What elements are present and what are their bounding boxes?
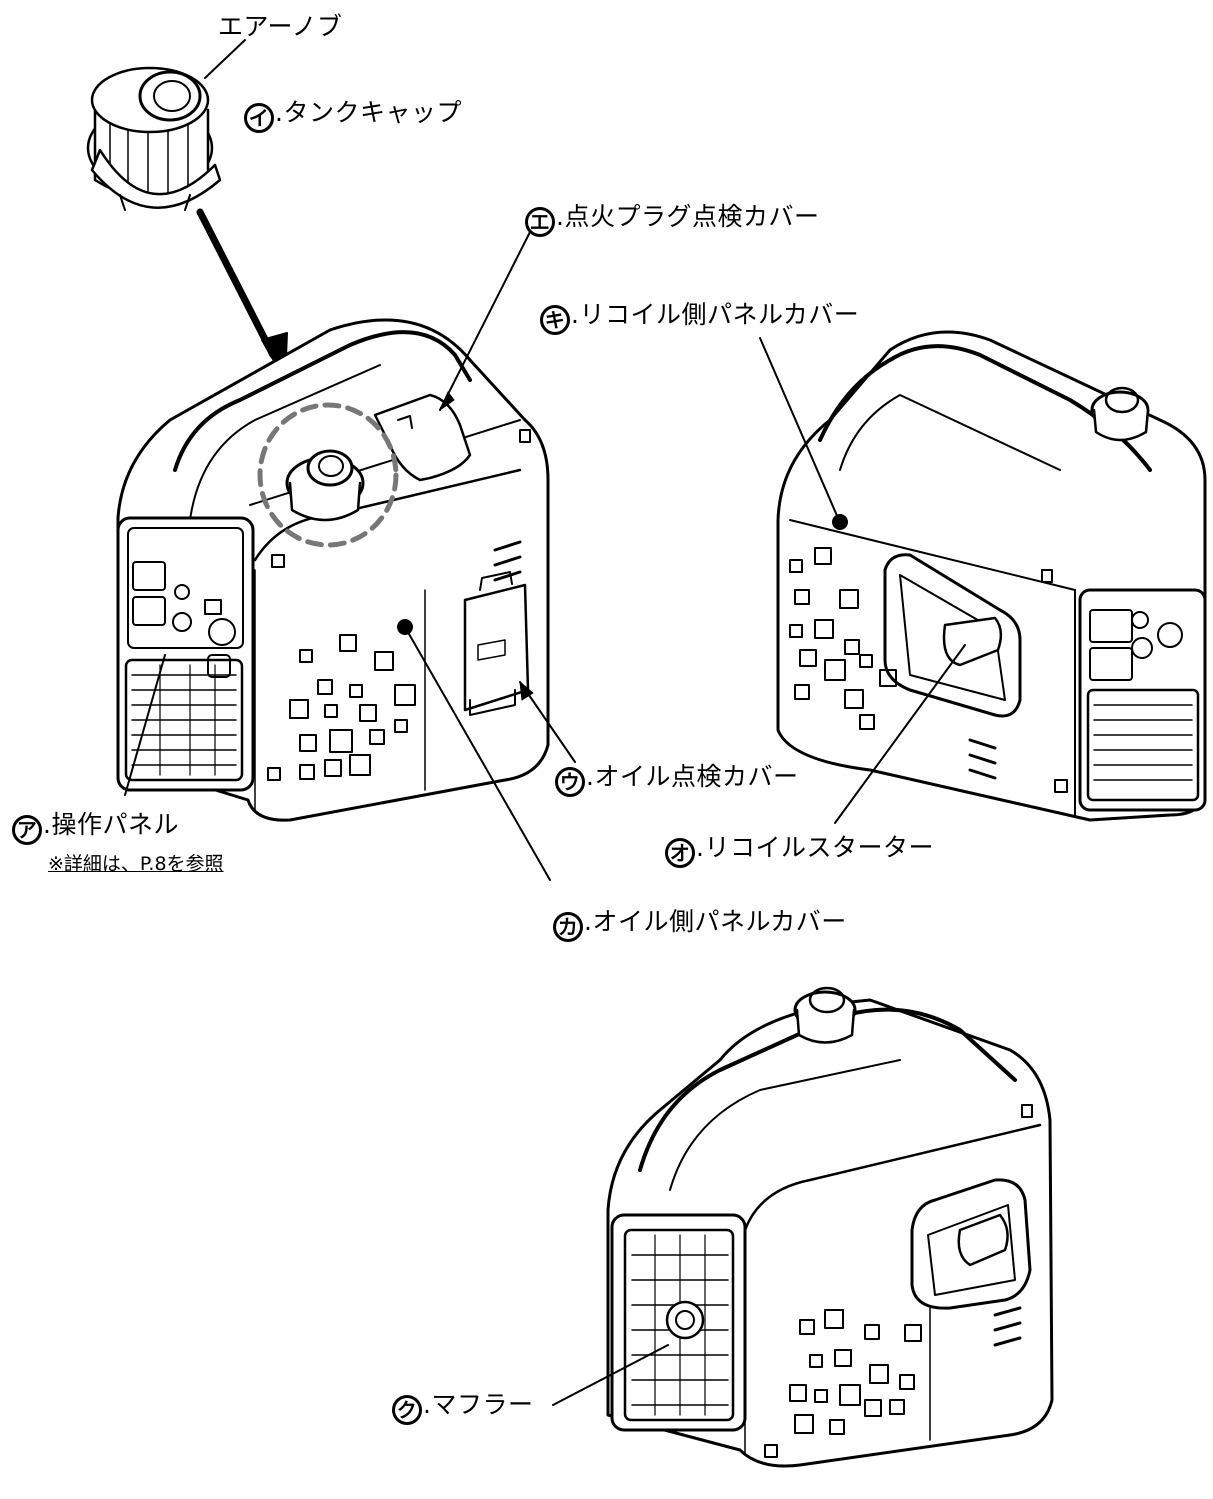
marker-ki: キ — [540, 305, 570, 335]
label-recoil-panel-cover: キ.リコイル側パネルカバー — [540, 300, 859, 335]
leader-dots — [397, 514, 848, 635]
tank-cap-illustration — [86, 66, 222, 211]
label-control-panel: ア.操作パネル — [12, 810, 179, 845]
marker-u: ウ — [555, 767, 585, 797]
label-muffler: ク.マフラー — [392, 1390, 533, 1425]
label-recoil-starter-text: .リコイルスターター — [696, 833, 934, 862]
generator-rear-view — [776, 330, 1207, 822]
label-air-knob: エアーノブ — [218, 12, 343, 41]
label-tank-cap: イ.タンクキャップ — [244, 98, 462, 133]
label-muffler-text: .マフラー — [423, 1390, 534, 1419]
generator-front-view — [116, 318, 550, 822]
label-control-panel-text: .操作パネル — [43, 810, 179, 839]
label-oil-panel-cover-text: .オイル側パネルカバー — [584, 907, 847, 936]
generator-muffler-view — [606, 986, 1054, 1468]
label-recoil-panel-cover-text: .リコイル側パネルカバー — [571, 300, 860, 329]
label-oil-panel-cover: カ.オイル側パネルカバー — [553, 907, 847, 942]
label-oil-check-cover: ウ.オイル点検カバー — [555, 762, 798, 797]
label-spark-plug-cover-text: .点火プラグ点検カバー — [556, 202, 820, 231]
marker-o: オ — [665, 838, 695, 868]
cap-insert-arrow — [196, 208, 277, 359]
marker-i: イ — [244, 103, 274, 133]
label-oil-check-cover-text: .オイル点検カバー — [586, 762, 799, 791]
control-panel-reference[interactable]: ※詳細は、P.8を参照 — [48, 853, 224, 875]
marker-a: ア — [12, 815, 42, 845]
tank-cap-highlight — [257, 402, 399, 548]
label-recoil-starter: オ.リコイルスターター — [665, 833, 934, 868]
label-tank-cap-text: .タンクキャップ — [275, 98, 462, 127]
label-spark-plug-cover: エ.点火プラグ点検カバー — [525, 202, 819, 237]
marker-ka: カ — [553, 912, 583, 942]
marker-ku: ク — [392, 1395, 422, 1425]
marker-e: エ — [525, 207, 555, 237]
air-knob-leader — [204, 39, 246, 79]
